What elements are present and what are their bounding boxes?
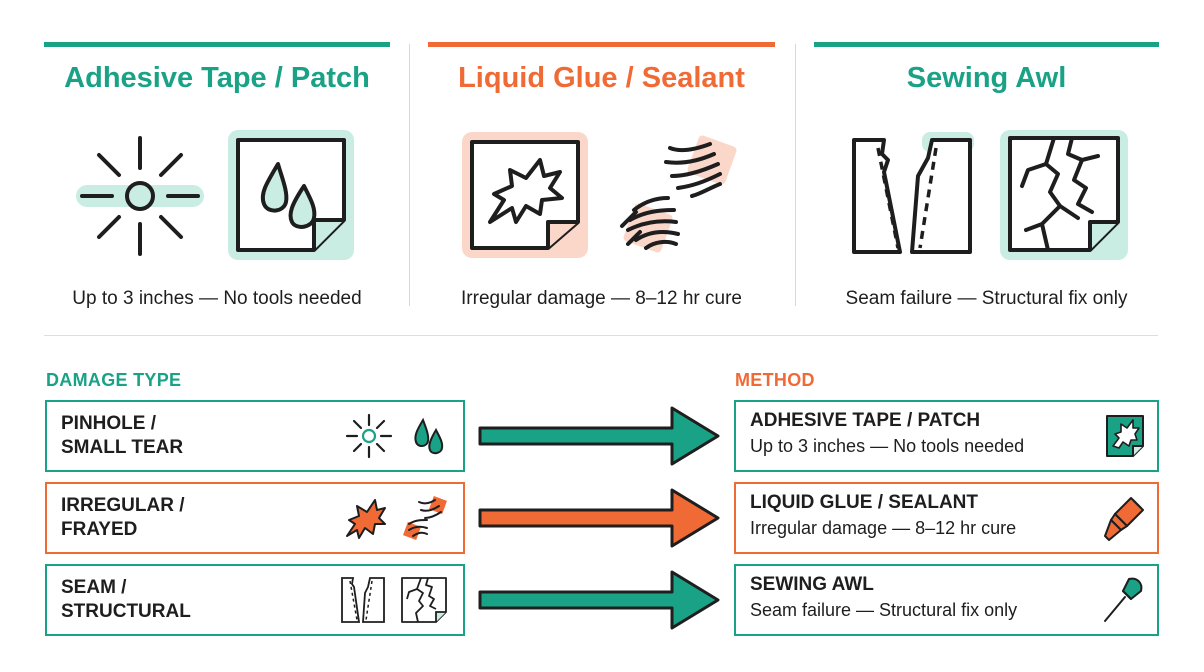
damage-row-pinhole: PINHOLE / SMALL TEAR — [45, 400, 465, 472]
column-1-top-bar — [44, 42, 390, 47]
frayed-ends-icon — [401, 494, 449, 542]
column-3-top-bar — [814, 42, 1159, 47]
frayed-fabric-icon — [614, 132, 744, 256]
torn-fabric-patch-icon — [460, 130, 590, 260]
method-row-awl: SEWING AWL Seam failure — Structural fix… — [734, 564, 1159, 636]
water-drops-patch-icon — [226, 128, 356, 262]
column-3-caption: Seam failure — Structural fix only — [845, 288, 1128, 309]
column-2-caption: Irregular damage — 8–12 hr cure — [461, 288, 742, 309]
column-2-top-bar — [428, 42, 775, 47]
method-title: LIQUID GLUE / SEALANT — [750, 492, 978, 513]
arrow-pinhole-to-tape — [478, 404, 722, 468]
method-row-tape: ADHESIVE TAPE / PATCH Up to 3 inches — N… — [734, 400, 1159, 472]
torn-shape-icon — [341, 494, 389, 542]
split-seam-icon — [848, 130, 976, 260]
column-2-title: Liquid Glue / Sealant — [458, 62, 745, 94]
sunburst-icon — [341, 412, 397, 460]
method-subtitle: Up to 3 inches — No tools needed — [750, 436, 1025, 456]
method-subtitle: Irregular damage — 8–12 hr cure — [750, 518, 1017, 538]
cracked-panel-icon — [998, 128, 1130, 262]
column-divider — [795, 44, 796, 306]
column-1-title: Adhesive Tape / Patch — [64, 62, 370, 94]
method-label: METHOD — [735, 370, 815, 390]
column-divider — [409, 44, 410, 306]
sunburst-pinhole-icon — [72, 130, 208, 260]
damage-row-text: PINHOLE / SMALL TEAR — [61, 413, 184, 458]
arrow-seam-to-awl — [478, 568, 722, 632]
method-title: SEWING AWL — [750, 574, 874, 595]
column-1-caption: Up to 3 inches — No tools needed — [72, 288, 362, 309]
method-subtitle: Seam failure — Structural fix only — [750, 600, 1018, 620]
damage-row-text: IRREGULAR / FRAYED — [61, 495, 185, 540]
split-seam-icon — [339, 575, 387, 625]
cracked-panel-icon — [399, 575, 449, 625]
patch-icon — [1105, 414, 1145, 458]
sewing-awl-icon — [1101, 575, 1145, 625]
column-3-title: Sewing Awl — [906, 62, 1067, 94]
method-title: ADHESIVE TAPE / PATCH — [750, 410, 981, 431]
section-divider — [44, 335, 1158, 336]
water-drops-icon — [409, 412, 449, 460]
damage-type-label: DAMAGE TYPE — [46, 370, 182, 390]
damage-row-seam: SEAM / STRUCTURAL — [45, 564, 465, 636]
damage-row-text: SEAM / STRUCTURAL — [61, 577, 191, 622]
method-row-glue: LIQUID GLUE / SEALANT Irregular damage —… — [734, 482, 1159, 554]
arrow-irregular-to-glue — [478, 486, 722, 550]
glue-tube-icon — [1101, 494, 1145, 542]
damage-row-irregular: IRREGULAR / FRAYED — [45, 482, 465, 554]
